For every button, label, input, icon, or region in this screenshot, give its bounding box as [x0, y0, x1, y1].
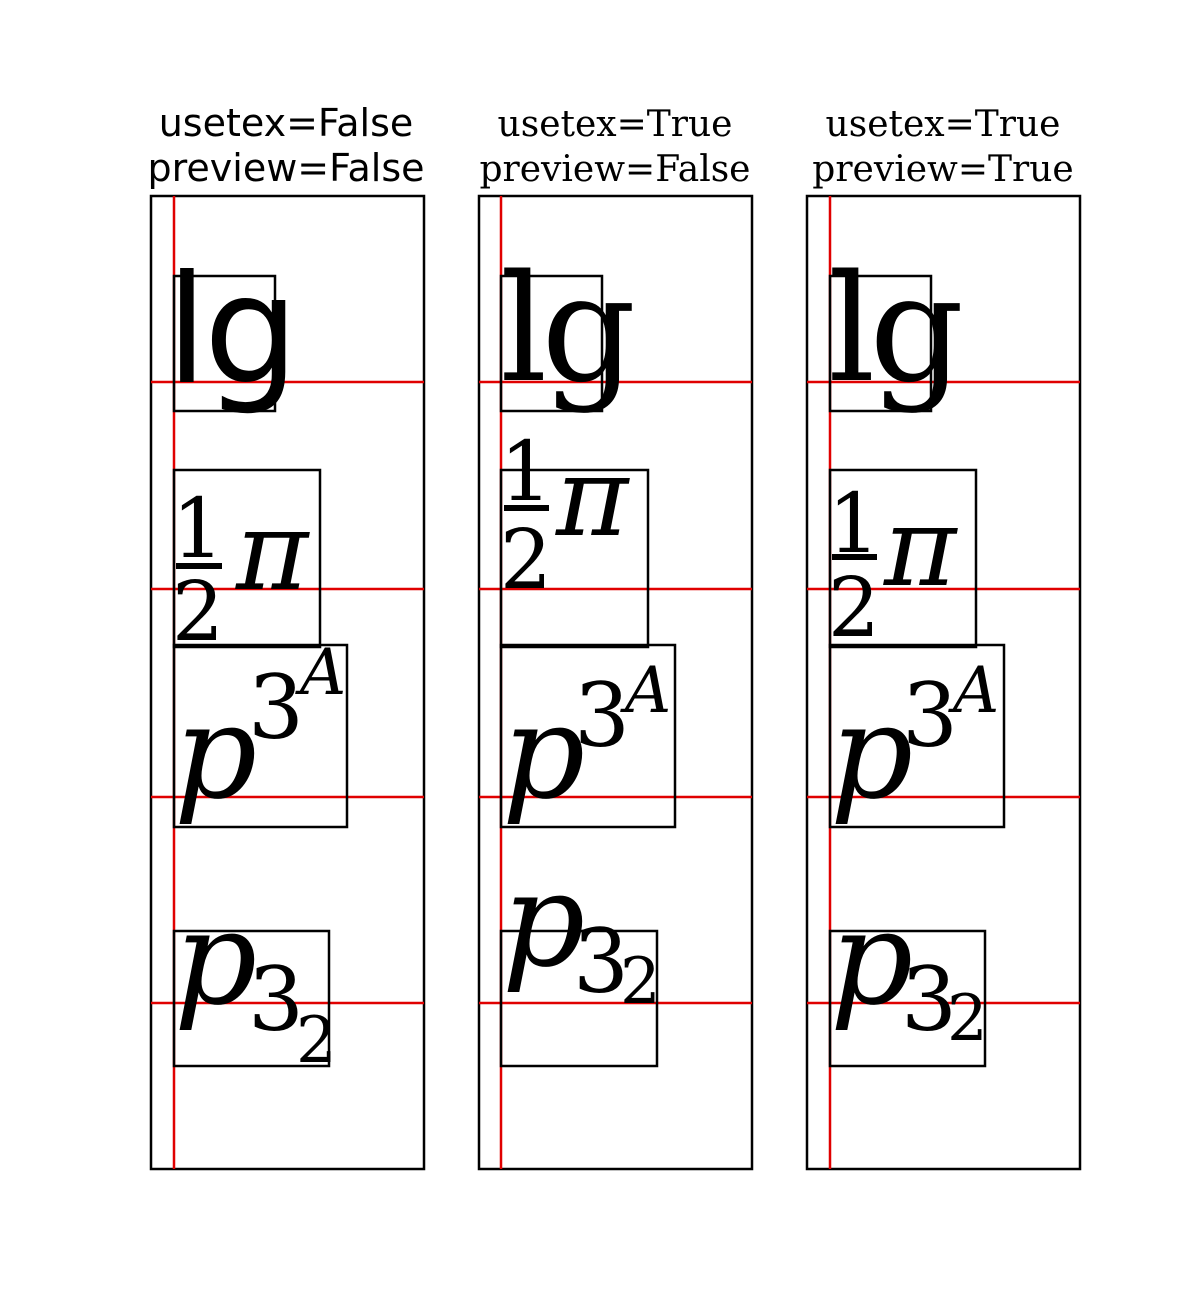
panel-usetex-true-preview-false: usetex=True preview=False lg 1 2 π p 3 A [477, 104, 754, 1171]
panel-frame [805, 194, 1082, 1171]
sample-power: p 3 A [174, 636, 346, 828]
sample-fraction-pi: 1 2 π [828, 477, 958, 656]
sample-fraction-pi: 1 2 π [500, 425, 630, 608]
sample-power: p 3 A [830, 654, 999, 828]
pi-symbol: π [555, 433, 630, 561]
sample-subscript: p 3 2 [830, 882, 988, 1056]
subscript-second: 2 [620, 945, 661, 1019]
text-bbox [828, 468, 978, 649]
text-bbox [172, 274, 277, 413]
subscript-first: 3 [901, 948, 957, 1051]
sample-subscript: p 3 2 [174, 882, 337, 1078]
subscript-base: p [830, 882, 913, 1034]
text-bbox [172, 643, 349, 829]
panel-usetex-true-preview-true: usetex=True preview=True lg 1 2 π p 3 A … [805, 104, 1082, 1171]
text-bbox [828, 929, 987, 1068]
fraction-bar [832, 554, 877, 560]
subscript-second: 2 [947, 982, 988, 1056]
sample-lg: lg [500, 243, 632, 415]
text-bbox [828, 274, 933, 413]
subscript-first: 3 [248, 948, 304, 1051]
text-bbox [499, 468, 650, 649]
fraction-denominator: 2 [500, 513, 552, 608]
sample-lg: lg [166, 244, 295, 418]
subscript-base: p [502, 844, 585, 996]
panel-title-line2: preview=False [147, 146, 424, 190]
panel-title-line2: preview=True [812, 149, 1073, 190]
panel-frame [149, 194, 426, 1171]
panel-frame [477, 194, 754, 1171]
power-exponent: 3 [574, 664, 630, 767]
pi-symbol: π [235, 487, 310, 615]
fraction-denominator: 2 [828, 561, 880, 656]
power-superscript: A [948, 654, 999, 728]
text-bbox [828, 643, 1006, 829]
text-bbox [499, 929, 659, 1068]
power-exponent: 3 [248, 656, 304, 759]
subscript-second: 2 [296, 1004, 337, 1078]
fraction-bar [504, 505, 549, 511]
sample-power: p 3 A [502, 654, 671, 828]
fraction-denominator: 2 [172, 565, 224, 660]
panel-title-line2: preview=False [480, 149, 751, 190]
text-bbox [172, 468, 322, 649]
panel-usetex-false-preview-false: usetex=False preview=False lg 1 2 π p 3 … [147, 101, 426, 1171]
power-base: p [174, 676, 257, 828]
fraction-bar [176, 563, 222, 569]
sample-lg: lg [828, 243, 960, 415]
fraction-numerator: 1 [172, 482, 224, 577]
panel-title-line1: usetex=True [826, 104, 1061, 145]
power-base: p [502, 676, 585, 828]
sample-subscript: p 3 2 [502, 844, 661, 1019]
subscript-base: p [174, 882, 257, 1034]
fraction-numerator: 1 [500, 425, 552, 520]
subscript-first: 3 [573, 910, 629, 1013]
power-base: p [830, 676, 913, 828]
text-bbox [499, 274, 604, 413]
power-superscript: A [295, 636, 346, 710]
panel-title-line1: usetex=True [498, 104, 733, 145]
panel-title-line1: usetex=False [159, 101, 414, 145]
text-bbox [499, 643, 677, 829]
pi-symbol: π [883, 483, 958, 611]
power-exponent: 3 [902, 664, 958, 767]
sample-fraction-pi: 1 2 π [172, 482, 310, 660]
text-bbox [172, 929, 331, 1068]
power-superscript: A [620, 654, 671, 728]
